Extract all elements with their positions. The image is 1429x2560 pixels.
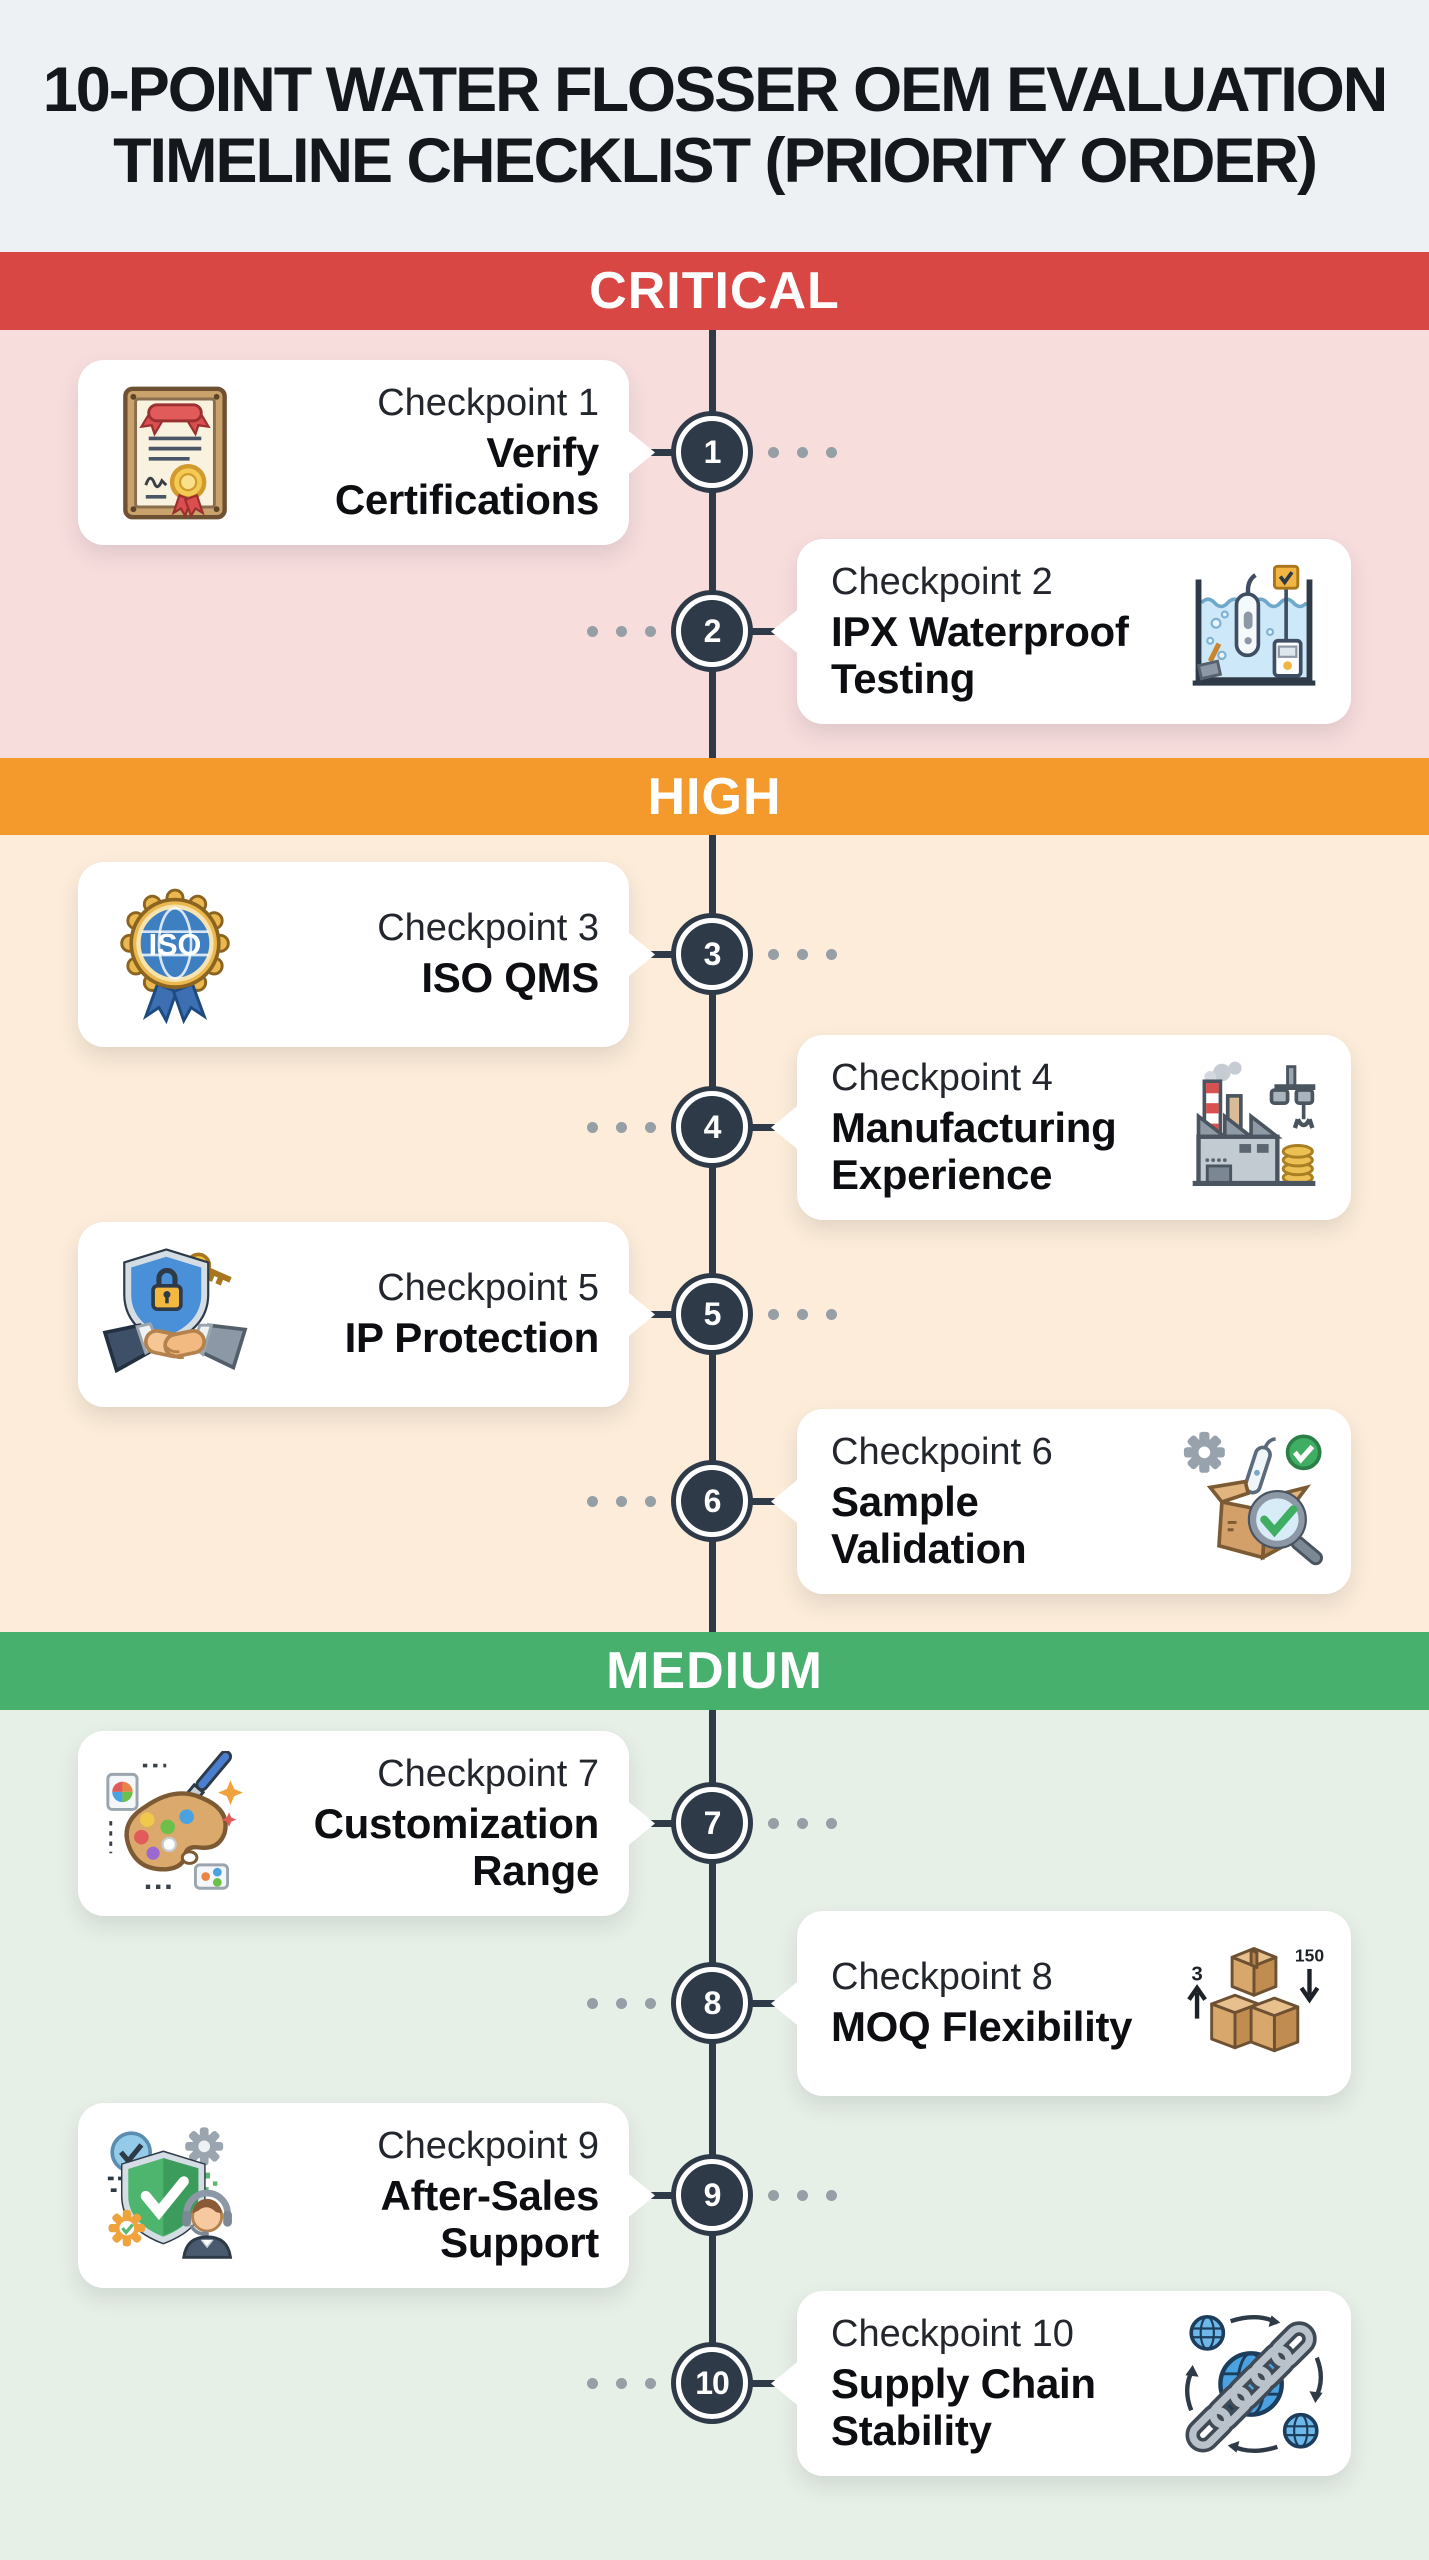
checkpoint-kicker: Checkpoint 8: [831, 1956, 1053, 1999]
ellipsis-dots-2: [587, 626, 656, 637]
checkpoint-kicker: Checkpoint 6: [831, 1430, 1053, 1473]
ellipsis-dots-9: [768, 2190, 837, 2201]
checkpoint-label: ISO QMS: [421, 954, 599, 1002]
node-number: 3: [703, 935, 722, 972]
page-title-line1: 10-POINT WATER FLOSSER OEM EVALUATION: [42, 55, 1389, 126]
checkpoint-kicker: Checkpoint 5: [377, 1267, 599, 1310]
node-number: 1: [703, 433, 722, 470]
timeline-node-1: 1: [676, 416, 748, 488]
supply-chain-icon: [1181, 2311, 1327, 2457]
checkpoint-kicker: Checkpoint 1: [377, 381, 599, 424]
checkpoint-kicker: Checkpoint 3: [377, 907, 599, 950]
ellipsis-dots-3: [768, 949, 837, 960]
checkpoint-kicker: Checkpoint 9: [377, 2124, 599, 2167]
checkpoint-kicker: Checkpoint 10: [831, 2312, 1074, 2355]
timeline-node-7: 7: [676, 1787, 748, 1859]
moq-min-text: 3: [1191, 1962, 1202, 1985]
timeline-node-6: 6: [676, 1465, 748, 1537]
timeline-line: [709, 330, 716, 2383]
after-sales-icon: [102, 2123, 248, 2269]
node-number: 7: [703, 1804, 722, 1841]
ip-protection-icon: [102, 1242, 248, 1388]
timeline-node-5: 5: [676, 1278, 748, 1350]
node-connector-6: [712, 1498, 797, 1505]
moq-boxes-icon: 3 150: [1181, 1931, 1327, 2077]
checkpoint-kicker: Checkpoint 4: [831, 1056, 1053, 1099]
timeline-node-9: 9: [676, 2159, 748, 2231]
iso-badge-icon: ISO: [102, 882, 248, 1028]
node-connector-2: [712, 628, 797, 635]
checkpoint-card-10: Checkpoint 10 Supply Chain Stability: [771, 2291, 1351, 2476]
node-connector-9: [629, 2192, 712, 2199]
priority-band-high: HIGH: [0, 758, 1429, 835]
priority-band-critical: CRITICAL: [0, 252, 1429, 330]
waterproof-testing-icon: [1181, 559, 1327, 705]
checkpoint-card-2: Checkpoint 2 IPX Waterproof Testing: [771, 539, 1351, 724]
checkpoint-card-7: Checkpoint 7 Customization Range: [78, 1731, 655, 1916]
node-number: 10: [695, 2364, 730, 2401]
checkpoint-label: After-Sales Support: [380, 2171, 600, 2266]
node-number: 5: [703, 1295, 722, 1332]
ellipsis-dots-4: [587, 1122, 656, 1133]
ellipsis-dots-5: [768, 1309, 837, 1320]
node-number: 9: [703, 2176, 722, 2213]
sample-validation-icon: [1181, 1429, 1327, 1575]
node-number: 6: [703, 1482, 722, 1519]
ellipsis-dots-1: [768, 447, 837, 458]
checkpoint-label: IPX Waterproof Testing: [831, 607, 1129, 702]
checkpoint-label: MOQ Flexibility: [831, 2003, 1133, 2051]
priority-label-medium: MEDIUM: [606, 1642, 823, 1700]
ellipsis-dots-8: [587, 1998, 656, 2009]
checkpoint-label: Manufacturing Experience: [831, 1103, 1117, 1198]
checkpoint-label: Customization Range: [313, 1799, 600, 1894]
checkpoint-card-3: ISO Checkpoint 3 ISO QMS: [78, 862, 655, 1047]
node-number: 4: [703, 1108, 722, 1145]
timeline-node-2: 2: [676, 595, 748, 667]
moq-max-text: 150: [1295, 1945, 1324, 1965]
node-number: 8: [703, 1984, 722, 2021]
checkpoint-card-1: Checkpoint 1 Verify Certifications: [78, 360, 655, 545]
iso-text: ISO: [149, 928, 202, 962]
priority-band-medium: MEDIUM: [0, 1632, 1429, 1710]
timeline-node-3: 3: [676, 918, 748, 990]
checkpoint-kicker: Checkpoint 7: [377, 1752, 599, 1795]
timeline-node-8: 8: [676, 1967, 748, 2039]
checkpoint-card-4: Checkpoint 4 Manufacturing Experience: [771, 1035, 1351, 1220]
header: 10-POINT WATER FLOSSER OEM EVALUATION TI…: [0, 0, 1429, 252]
node-number: 2: [703, 612, 722, 649]
timeline-node-4: 4: [676, 1091, 748, 1163]
checkpoint-card-5: Checkpoint 5 IP Protection: [78, 1222, 655, 1407]
checkpoint-card-6: Checkpoint 6 Sample Validation: [771, 1409, 1351, 1594]
ellipsis-dots-7: [768, 1818, 837, 1829]
timeline-node-10: 10: [676, 2347, 748, 2419]
node-connector-8: [712, 2000, 797, 2007]
page-title-line2: TIMELINE CHECKLIST (PRIORITY ORDER): [113, 126, 1318, 196]
node-connector-1: [629, 449, 712, 456]
priority-label-high: HIGH: [647, 767, 782, 826]
node-connector-4: [712, 1124, 797, 1131]
ellipsis-dots-10: [587, 2378, 656, 2389]
node-connector-10: [712, 2380, 797, 2387]
node-connector-3: [629, 951, 712, 958]
node-connector-5: [629, 1311, 712, 1318]
ellipsis-dots-6: [587, 1496, 656, 1507]
checkpoint-label: IP Protection: [344, 1314, 600, 1362]
checkpoint-label: Verify Certifications: [334, 428, 599, 523]
checkpoint-label: Supply Chain Stability: [831, 2359, 1096, 2454]
palette-icon: [102, 1750, 248, 1897]
checkpoint-card-8: Checkpoint 8 MOQ Flexibility 3: [771, 1911, 1351, 2096]
factory-icon: [1181, 1055, 1327, 1201]
checkpoint-label: Sample Validation: [831, 1477, 1027, 1572]
node-connector-7: [629, 1820, 712, 1827]
checkpoint-kicker: Checkpoint 2: [831, 560, 1053, 603]
checkpoint-card-9: Checkpoint 9 After-Sales Support: [78, 2103, 655, 2288]
certificate-icon: [102, 380, 248, 526]
priority-label-critical: CRITICAL: [589, 262, 840, 320]
